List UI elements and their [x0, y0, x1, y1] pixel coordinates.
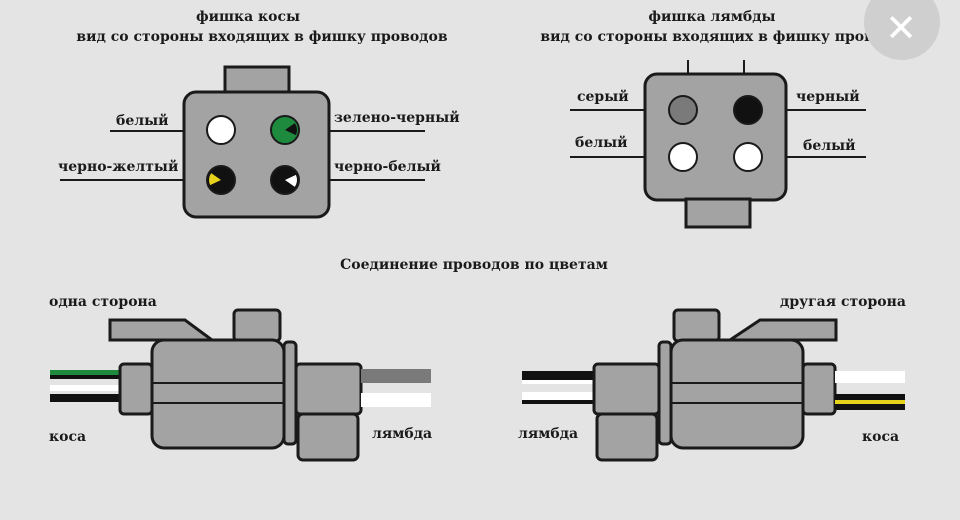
wire-white — [522, 392, 594, 400]
wire-green — [50, 370, 120, 375]
wire-black — [50, 375, 120, 379]
wire-black — [835, 394, 905, 400]
kosa-label: коса — [49, 429, 87, 445]
lambda-connector-pinout — [570, 60, 866, 229]
connector-latch — [223, 65, 291, 96]
pin-black — [733, 95, 763, 125]
connector-side-view-lambda — [522, 308, 905, 462]
wire-white — [361, 393, 431, 407]
wire-black — [522, 371, 594, 380]
wire-white — [522, 380, 594, 384]
connector-latch — [684, 197, 752, 229]
pin-white — [733, 142, 763, 172]
connector-body — [643, 72, 788, 202]
connector-clip — [296, 412, 360, 462]
connection-title: Соединение проводов по цветам — [340, 257, 608, 273]
pin-gray — [668, 95, 698, 125]
label-black-yellow: черно-желтый — [58, 159, 179, 175]
pin-green-black-stripe — [285, 123, 298, 136]
kosa-subtitle: вид со стороны входящих в фишку проводов — [76, 29, 448, 45]
label-black-white: черно-белый — [334, 159, 441, 175]
connector-collar — [801, 362, 837, 416]
connector-clip — [595, 412, 659, 462]
connector-lever — [725, 318, 838, 342]
connector-flange — [657, 340, 673, 446]
other-side-label: другая сторона — [780, 294, 906, 310]
lambda-label: лямбда — [518, 426, 579, 442]
wire-black — [522, 400, 594, 404]
close-icon: ✕ — [885, 6, 917, 50]
wire-black — [50, 394, 120, 402]
connector-body — [182, 90, 331, 219]
wire-white — [835, 371, 905, 383]
lambda-subtitle: вид со стороны входящих в фишку проводов — [540, 29, 912, 45]
label-white: белый — [575, 135, 628, 151]
wire-yellow — [835, 400, 905, 404]
close-button[interactable]: ✕ — [864, 0, 940, 60]
wire-gray — [361, 369, 431, 383]
connector-flange — [282, 340, 298, 446]
label-green-black: зелено-черный — [334, 110, 460, 126]
kosa-connector-pinout — [60, 65, 425, 219]
connector-side-view-kosa — [50, 308, 431, 462]
one-side-label: одна сторона — [49, 294, 157, 310]
pin-black-yellow-stripe — [208, 173, 221, 186]
wire-white — [50, 385, 120, 391]
wire-black — [835, 404, 905, 410]
pin-black-white-stripe — [285, 174, 298, 187]
connector-sleeve — [592, 362, 661, 416]
connector-body — [669, 338, 805, 450]
label-gray: серый — [577, 89, 629, 105]
label-black: черный — [796, 89, 860, 105]
connector-collar — [118, 362, 154, 416]
connector-latch — [232, 308, 282, 343]
label-white: белый — [116, 113, 169, 129]
connector-sleeve — [294, 362, 363, 416]
pin-white — [668, 142, 698, 172]
lambda-label: лямбда — [372, 426, 433, 442]
lambda-title: фишка лямбды — [648, 9, 776, 25]
kosa-label: коса — [862, 429, 900, 445]
kosa-title: фишка косы — [195, 9, 301, 25]
label-white: белый — [803, 138, 856, 154]
connector-latch — [672, 308, 721, 343]
connector-lever — [108, 318, 217, 342]
pin-white — [206, 115, 236, 145]
connector-body — [150, 338, 286, 450]
